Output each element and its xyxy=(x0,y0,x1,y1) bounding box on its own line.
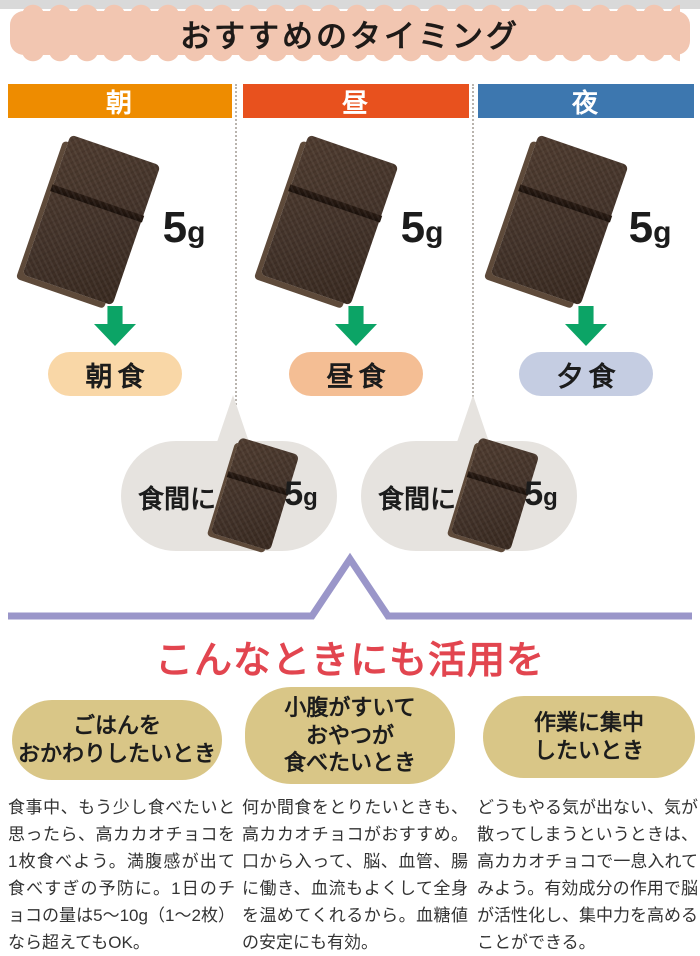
banner-title: おすすめのタイミング xyxy=(180,18,520,54)
brace-divider xyxy=(8,552,692,620)
usage-paragraph-focus: どうもやる気が出ない、気が散ってしまうというときは、高カカオチョコで一息入れてみ… xyxy=(477,798,698,952)
meal-pill-lunch-label: 昼食 xyxy=(326,361,391,392)
chocolate-bar-icon xyxy=(22,134,161,306)
chocolate-bar-icon xyxy=(490,134,629,306)
meal-pill-lunch: 昼食 xyxy=(289,352,423,396)
usage-pill-line: 小腹がすいて xyxy=(284,694,416,720)
column-header-morning: 朝 xyxy=(8,84,232,118)
down-arrow-icon xyxy=(94,306,136,346)
column-header-noon-label: 昼 xyxy=(341,87,370,118)
between-meal-label: 食間に xyxy=(138,484,217,514)
weight-label: 5g xyxy=(284,475,318,513)
meal-pill-breakfast-label: 朝食 xyxy=(85,361,150,392)
weight-label: 5g xyxy=(162,203,206,252)
section-heading: こんなときにも活用を xyxy=(154,640,545,682)
usage-pill-line: おかわりしたいとき xyxy=(17,741,216,766)
column-header-night: 夜 xyxy=(478,84,694,118)
usage-paragraph-snack: 何か間食をとりたいときも、高カカオチョコがおすすめ。口から入って、脳、血管、腸に… xyxy=(242,798,468,952)
meal-pill-dinner: 夕食 xyxy=(519,352,653,396)
speech-bubble-tail xyxy=(216,395,250,445)
weight-label: 5g xyxy=(400,203,444,252)
usage-pill-line: 食べたいとき xyxy=(283,750,416,776)
usage-pill-focus: 作業に集中 したいとき xyxy=(483,696,695,778)
meal-pill-dinner-label: 夕食 xyxy=(556,361,621,392)
column-divider-dotted xyxy=(235,84,237,440)
column-header-noon: 昼 xyxy=(243,84,469,118)
usage-pill-snack: 小腹がすいて おやつが 食べたいとき xyxy=(245,687,455,784)
usage-paragraph-seconds: 食事中、もう少し食べたいと思ったら、高カカオチョコを1枚食べよう。満腹感が出て食… xyxy=(8,798,235,952)
down-arrow-icon xyxy=(565,306,607,346)
usage-pill-line: したいとき xyxy=(533,738,644,763)
usage-pill-line: ごはんを xyxy=(72,713,161,739)
between-meal-bubble: 食間に 5g xyxy=(361,437,577,551)
usage-pill-line: おやつが xyxy=(305,722,394,748)
between-meal-label: 食間に xyxy=(378,484,457,514)
usage-pill-seconds: ごはんを おかわりしたいとき xyxy=(12,700,222,780)
down-arrow-icon xyxy=(335,306,377,346)
between-meal-bubble: 食間に 5g xyxy=(121,437,337,551)
usage-pill-line: 作業に集中 xyxy=(533,710,644,736)
meal-pill-breakfast: 朝食 xyxy=(48,352,182,396)
chocolate-bar-icon xyxy=(260,134,399,306)
column-header-night-label: 夜 xyxy=(571,87,600,118)
column-divider-dotted xyxy=(472,84,474,440)
column-header-morning-label: 朝 xyxy=(105,87,134,118)
weight-label: 5g xyxy=(628,203,672,252)
speech-bubble-tail xyxy=(456,395,490,445)
weight-label: 5g xyxy=(524,475,558,513)
timing-banner: おすすめのタイミング xyxy=(10,3,690,55)
